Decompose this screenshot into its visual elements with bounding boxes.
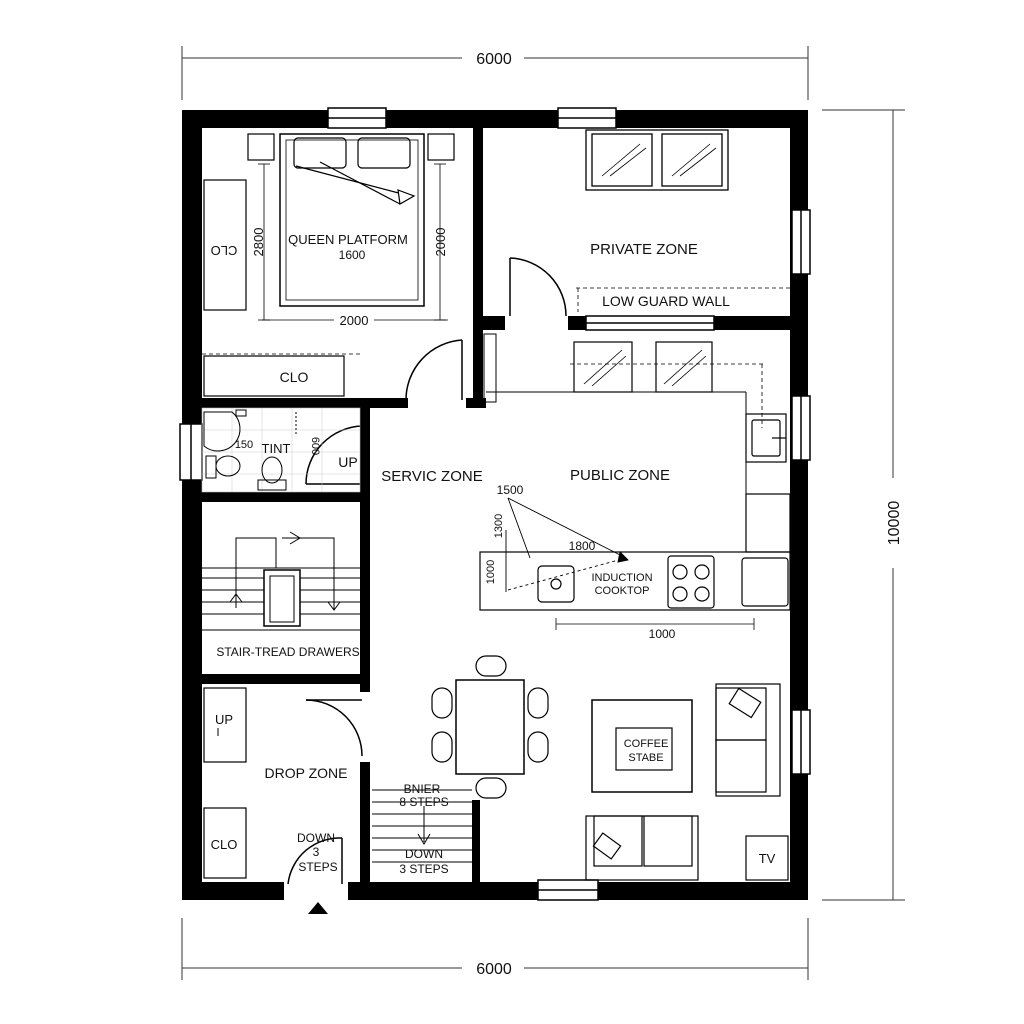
drop-zone-title: DROP ZONE	[265, 765, 348, 781]
coffee-table-label-1: COFFEE	[624, 738, 669, 750]
drop-zone-down-line2: 3	[313, 845, 320, 859]
windows	[179, 107, 811, 901]
kitchen-dimension-1500: 1500	[497, 483, 524, 497]
drop-zone-up-label: UP	[215, 712, 233, 727]
steps-label-1: BNIER	[404, 782, 441, 796]
drop-zone-closet-label: CLO	[211, 837, 238, 852]
bathroom	[201, 407, 361, 493]
living-furniture	[585, 683, 789, 881]
dimension-right	[822, 109, 905, 901]
drop-zone-down-line3: STEPS	[298, 860, 337, 874]
service-up-label: UP	[338, 454, 357, 470]
stair-tread-drawers	[202, 531, 360, 631]
dimension-right-label: 10000	[886, 501, 903, 546]
kitchen-dimension-1000-side: 1000	[485, 560, 497, 584]
dining-set	[431, 655, 549, 799]
coffee-table-label-2: STABE	[628, 752, 663, 764]
steps-label-3: DOWN	[405, 847, 443, 861]
bedroom-closet-side-label: CLO	[211, 243, 238, 258]
steps-label-2: 8 STEPS	[399, 795, 448, 809]
steps-down	[372, 789, 472, 863]
bath-dimension-600: 600	[309, 437, 321, 455]
dimension-top-label: 6000	[476, 51, 512, 68]
private-zone-title: PRIVATE ZONE	[590, 241, 698, 258]
bedroom-dimension-bottom: 2000	[340, 313, 369, 328]
private-zone	[576, 129, 790, 312]
interior-walls	[202, 128, 790, 882]
bedroom	[202, 133, 455, 397]
kitchen-fixtures	[479, 341, 791, 630]
steps-label-4: 3 STEPS	[399, 862, 448, 876]
drop-zone	[203, 687, 247, 879]
bath-dimension-150: 150	[235, 439, 253, 451]
dimension-bottom-label: 6000	[476, 961, 512, 978]
bedroom-dimension-left: 2800	[251, 228, 266, 257]
public-zone-title: PUBLIC ZONE	[570, 467, 670, 484]
induction-cooktop-label-2: COOKTOP	[595, 585, 650, 597]
entry-arrow-icon	[308, 902, 328, 914]
kitchen-dimension-1300: 1300	[493, 514, 505, 538]
bedroom-dimension-right: 2000	[433, 228, 448, 257]
exterior-walls	[182, 110, 808, 900]
bed-size-label: 1600	[339, 248, 366, 262]
drop-zone-down-line1: DOWN	[297, 831, 335, 845]
induction-cooktop-label-1: INDUCTION	[591, 572, 652, 584]
bath-label: TINT	[262, 441, 291, 456]
kitchen-dimension-1800: 1800	[569, 539, 596, 553]
bedroom-closet-bottom-label: CLO	[280, 369, 309, 385]
dimension-bottom	[181, 918, 809, 980]
service-zone-title: SERVIC ZONE	[381, 468, 482, 485]
stair-tread-drawers-label: STAIR-TREAD DRAWERS	[216, 645, 359, 659]
tv-label: TV	[759, 851, 776, 866]
bed-label: QUEEN PLATFORM	[288, 232, 408, 247]
kitchen-triangle	[505, 497, 629, 592]
doors	[287, 257, 567, 885]
dimension-top	[181, 46, 809, 100]
low-guard-wall-label: LOW GUARD WALL	[602, 293, 730, 309]
island-dimension-1000: 1000	[649, 627, 676, 641]
